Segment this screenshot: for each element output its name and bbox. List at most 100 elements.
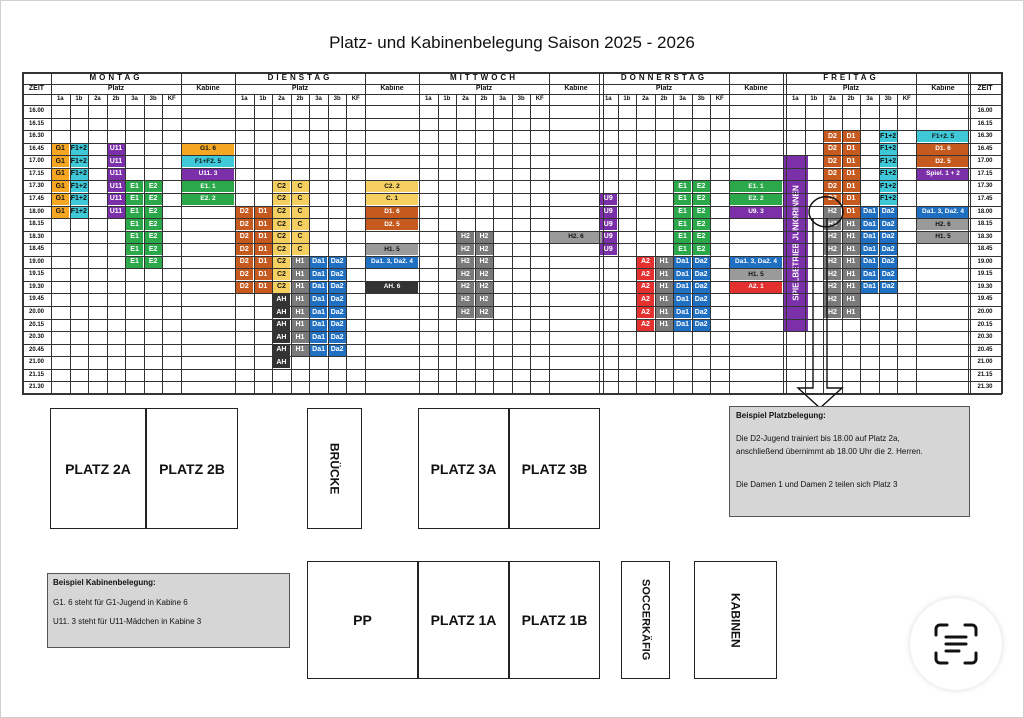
schedule-cell: C2 [272, 231, 291, 243]
schedule-cell: D1 [842, 168, 860, 180]
schedule-cell: Da1 [309, 306, 328, 319]
field-platz-2a: PLATZ 2A [50, 408, 146, 529]
kabine-header: Kabine [744, 85, 768, 92]
schedule-cell: H1 [655, 281, 673, 293]
field-platz-2a-label: PLATZ 2A [65, 460, 131, 477]
note-kabine-line2: U11. 3 steht für U11-Mädchen in Kabine 3 [53, 617, 202, 626]
schedule-cell: H1 [655, 268, 673, 281]
grid-vline [22, 72, 24, 394]
note-platz-line2: anschließend übernimmt ab 18.00 Uhr die … [736, 447, 923, 456]
time-label: 19.15 [977, 271, 993, 278]
schedule-cell: F1+2 [70, 168, 88, 180]
schedule-cell: Da1 [860, 243, 879, 256]
sub-column-header: KF [167, 96, 176, 102]
grid-hline [22, 72, 1002, 74]
sub-column-header: KF [715, 96, 724, 102]
schedule-cell: U9 [599, 206, 618, 218]
schedule-cell: Da2 [879, 243, 897, 256]
schedule-cell: H2 [456, 231, 475, 243]
schedule-cell: G1 [51, 155, 70, 168]
field-platz-3a: PLATZ 3A [418, 408, 509, 529]
kabine-cell: E2. 2 [182, 193, 234, 206]
schedule-cell: E2 [692, 206, 710, 218]
field-bruecke-label: BRÜCKE [327, 442, 342, 495]
sub-column-header: 1a [424, 96, 432, 102]
schedule-cell: H1 [842, 218, 860, 231]
schedule-cell: E1 [673, 243, 692, 256]
schedule-cell: D1 [842, 193, 860, 206]
grid-vline [365, 72, 367, 394]
schedule-cell: D1 [842, 130, 860, 143]
grid-vline [786, 72, 788, 394]
schedule-cell: G1 [51, 180, 70, 193]
time-label: 18.15 [977, 221, 993, 228]
time-label: 19.00 [977, 258, 993, 265]
schedule-cell: F1+2 [70, 180, 88, 193]
day-header: DIENSTAG [267, 73, 333, 82]
time-label: 19.15 [28, 271, 44, 278]
time-label: 17.30 [28, 183, 44, 190]
grid-vline [493, 94, 494, 394]
sub-column-header: 3a [499, 96, 506, 102]
sub-column-header: 2b [847, 96, 855, 102]
schedule-cell: Da1 [673, 281, 692, 293]
schedule-cell: F1+2 [70, 193, 88, 206]
schedule-cell: A2 [636, 281, 655, 293]
grid-vline [419, 72, 421, 394]
time-label: 16.30 [28, 133, 44, 140]
time-label: 19.45 [977, 296, 993, 303]
time-label: 20.15 [28, 321, 44, 328]
schedule-cell: H2 [475, 268, 493, 281]
sub-column-header: 1b [443, 96, 451, 102]
grid-vline [88, 94, 89, 394]
schedule-cell: H2 [475, 231, 493, 243]
schedule-cell: D2 [235, 231, 254, 243]
time-label: 18.30 [977, 233, 993, 240]
grid-vline [309, 94, 310, 394]
sub-column-header: 1b [623, 96, 631, 102]
field-pp-label: PP [353, 612, 372, 628]
sub-column-header: 2a [94, 96, 101, 102]
sub-column-header: 3a [315, 96, 322, 102]
schedule-cell: F1+2 [879, 143, 897, 155]
time-label: 20.00 [28, 309, 44, 316]
time-label: 21.00 [28, 359, 44, 366]
schedule-cell: C2 [272, 180, 291, 193]
kabine-header: Kabine [564, 85, 588, 92]
sub-column-header: 3b [884, 96, 892, 102]
note-platz-title: Beispiel Platzbelegung: [736, 411, 826, 420]
schedule-cell: D2 [235, 268, 254, 281]
schedule-cell: Da1 [309, 256, 328, 268]
schedule-cell: U11 [107, 168, 125, 180]
field-kabinen-label: KABINEN [728, 592, 743, 648]
grid-hline [22, 84, 1002, 85]
sub-column-header: 2a [829, 96, 836, 102]
schedule-cell: H2 [823, 218, 842, 231]
schedule-cell: U11 [107, 155, 125, 168]
grid-vline [143, 94, 145, 394]
grid-vline [691, 94, 693, 394]
schedule-cell: H1 [842, 306, 860, 319]
schedule-cell: H2 [475, 243, 493, 256]
schedule-cell: H1 [842, 293, 860, 306]
annotation-overlay [796, 196, 844, 409]
schedule-cell: Da2 [328, 306, 346, 319]
kabine-cell: U11. 3 [182, 168, 234, 180]
grid-vline [474, 94, 476, 394]
kabine-cell: Da1. 3, Da2. 4 [917, 206, 969, 218]
schedule-cell: C2 [272, 206, 291, 218]
schedule-cell: H1 [291, 319, 309, 331]
field-platz-1b: PLATZ 1B [509, 561, 600, 679]
platz-header: Platz [291, 85, 309, 92]
schedule-cell: H2 [823, 306, 842, 319]
schedule-cell: H2 [456, 268, 475, 281]
schedule-cell: C [291, 218, 309, 231]
schedule-cell: E2 [144, 218, 162, 231]
time-label: 20.30 [977, 334, 993, 341]
schedule-cell: Da1 [673, 293, 692, 306]
schedule-cell: H2 [475, 256, 493, 268]
grid-vline [511, 94, 513, 394]
grid-vline [599, 72, 601, 394]
schedule-cell: D1 [254, 256, 272, 268]
text-scan-button[interactable] [910, 598, 1002, 690]
